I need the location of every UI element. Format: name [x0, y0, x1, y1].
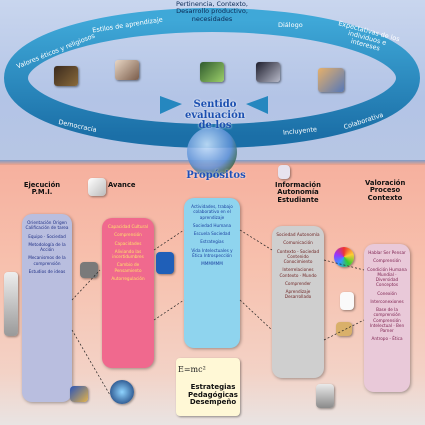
books-thumbnail: [54, 66, 78, 86]
notepad-icon: [278, 165, 290, 179]
column-item: Escuela Sociedad: [193, 231, 231, 236]
column-item: Vida Intelectuales y Ética Introspección: [191, 247, 233, 258]
connector: [239, 229, 273, 251]
purpose-title: Propósitos: [186, 170, 246, 181]
column-item: Sociedad Humana: [192, 222, 232, 228]
connector: [71, 269, 101, 301]
column-item: Cambio de Pensamiento: [114, 262, 142, 273]
column-avance: Capacidad Cultural Comprensión Capacidad…: [102, 218, 154, 368]
column-item: Orientación Origen Calificación de tarea: [25, 220, 69, 231]
strategy-line: Desempeño: [189, 398, 237, 407]
column-item: Aprendizaje Desarrollado: [284, 289, 312, 300]
toolbar-strip-icon: [4, 272, 18, 336]
column-item: Comprensión: [114, 232, 142, 238]
column-item: Estrategias: [200, 239, 224, 245]
column-item: Interconexiones: [370, 298, 404, 304]
column-item: Capacidades: [114, 240, 142, 246]
connector: [153, 299, 185, 321]
column-valoracion: Hablar Ser Pensar Comprensión Condición …: [364, 244, 410, 392]
column-item: Contexto - Sociedad Contenido Conocimien…: [276, 248, 320, 265]
strategy-line: Pedagógicas: [188, 390, 238, 399]
column-item: Antropo - Ética: [371, 336, 403, 342]
figure-icon: [156, 252, 174, 274]
top-center-line: necesidades: [191, 14, 233, 23]
puzzle-icon: [70, 386, 88, 402]
column-item: Comunicación: [283, 240, 313, 246]
column-ejecucion: Orientación Origen Calificación de tarea…: [22, 214, 72, 402]
column-item: Capacidad Cultural: [108, 224, 148, 229]
column-item: Hablar Ser Pensar: [368, 250, 406, 255]
ring-arrow-right: [246, 96, 268, 114]
ring-arrow-left: [160, 96, 182, 114]
chess-thumbnail: [256, 62, 280, 82]
column-item: Mecanismos de la comprensión: [28, 255, 66, 266]
column-informacion: Sociedad Autonomía Comunicación Contexto…: [272, 226, 324, 378]
column-item: Autorregulación: [111, 275, 145, 281]
column-item: Equipo · Sociedad: [28, 233, 66, 239]
column-item: Aliviando las incertidumbres: [112, 248, 144, 259]
column-item: Base de la comprensión Comprensión Intel…: [369, 307, 405, 333]
globe-image: [187, 127, 237, 177]
column-item: Comprender: [284, 280, 312, 286]
strategy-line: Estrategias: [190, 383, 236, 391]
robot-icon: [316, 384, 334, 408]
column-item: Interrelaciones Contexto · Mundo: [279, 267, 317, 278]
column-item: MMMMMM: [201, 261, 223, 266]
connector: [323, 319, 365, 341]
heading-ejecucion: Ejecución P.M.I.: [23, 181, 61, 197]
brain-network-icon: [110, 380, 134, 404]
strategy-label: Estrategias Pedagógicas Desempeño: [183, 383, 243, 407]
people-thumbnail: [318, 68, 344, 92]
column-item: Condición Humana Mundial · Diversidad Co…: [367, 266, 407, 288]
einstein-image: [176, 358, 240, 416]
heading-valoracion: Valoración Proceso Contexto: [365, 179, 406, 202]
plant-thumbnail: [200, 62, 224, 82]
handshake-thumbnail: [115, 60, 139, 80]
top-center-text: Pertinencia, Contexto, Desarrollo produc…: [160, 0, 264, 23]
center-title: Sentido evaluación de los: [180, 99, 250, 132]
connector: [323, 259, 365, 271]
column-item: Comprensión: [373, 258, 401, 264]
cube-icon: [88, 178, 106, 196]
top-center-line: Desarrollo productivo,: [176, 7, 248, 16]
heading-informacion: Información Autonomía Estudiante: [275, 181, 321, 204]
connector: [71, 329, 111, 396]
heading-avance: Avance: [108, 181, 136, 189]
connector: [153, 229, 185, 251]
top-center-line: Pertinencia, Contexto,: [176, 0, 248, 8]
column-item: Metodología de la Acción: [28, 241, 66, 252]
column-item: Sociedad Autonomía: [276, 232, 320, 237]
formula-text: E=mc²: [178, 365, 206, 374]
column-item: Actividades, trabajo colaborativo en el …: [191, 204, 233, 220]
column-item: Conexión: [377, 290, 397, 296]
color-wheel-icon: [334, 247, 354, 267]
label-dialogo: Diálogo: [278, 21, 303, 29]
center-title-line: de los: [198, 120, 232, 131]
center-title-line: Sentido: [193, 99, 237, 110]
center-title-line: evaluación: [184, 109, 246, 121]
column-estrategias: Actividades, trabajo colaborativo en el …: [184, 198, 240, 348]
connector: [239, 299, 273, 331]
column-item: Estudios de ideas: [28, 268, 66, 274]
book-icon: [336, 322, 352, 336]
tools-icon: [80, 262, 98, 278]
question-icon: [340, 292, 354, 310]
